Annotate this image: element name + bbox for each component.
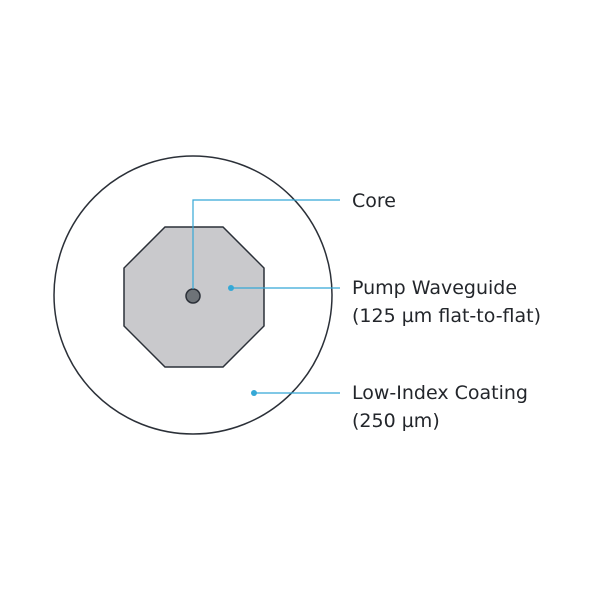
- pump-waveguide-size-label: (125 µm flat-to-flat): [352, 305, 541, 327]
- pump-waveguide-leader-dot: [228, 285, 234, 291]
- core-circle: [185, 288, 201, 304]
- core-label: Core: [352, 190, 396, 212]
- low-index-coating-size-label: (250 µm): [352, 410, 440, 432]
- core-leader-line: [192, 199, 340, 289]
- low-index-coating-label: Low-Index Coating: [352, 382, 528, 404]
- coating-leader-dot: [251, 390, 257, 396]
- pump-waveguide-label: Pump Waveguide: [352, 277, 517, 299]
